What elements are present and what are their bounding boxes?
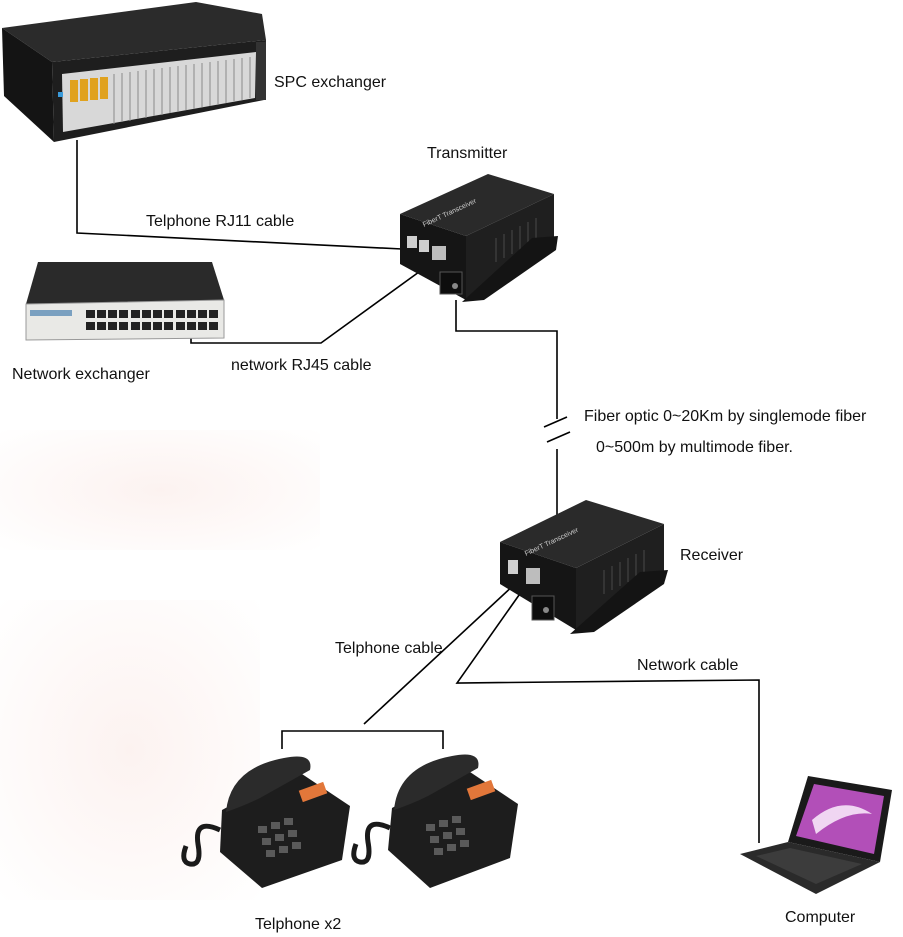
rj45-cable-label: network RJ45 cable (231, 357, 372, 374)
laptop-keyboard (756, 848, 862, 884)
spc-exchanger-label: SPC exchanger (274, 74, 387, 91)
desk-phone-icon (181, 756, 350, 888)
transmitter-fiber-connector (452, 283, 458, 289)
rack-card-slots (113, 57, 251, 124)
computer-label: Computer (785, 909, 856, 926)
receiver-vents (603, 550, 645, 594)
switch-brand-strip (30, 310, 72, 316)
transmitter-icon (400, 174, 558, 302)
network-cable-label: Network cable (637, 657, 739, 674)
switch-ports (86, 310, 218, 330)
phone-handset (226, 756, 311, 812)
fiber-label-line1: Fiber optic 0~20Km by singlemode fiber (584, 408, 867, 425)
phone-display (298, 781, 328, 803)
transmitter-fiber-port (439, 271, 463, 295)
receiver-label: Receiver (680, 547, 744, 564)
rack-top (2, 2, 266, 62)
telephone-cable-label: Telphone cable (335, 640, 443, 657)
telephones-label: Telphone x2 (255, 916, 342, 933)
receiver-fiber-connector (543, 607, 549, 613)
fiber-line-upper (455, 300, 558, 419)
fiber-break-mark-2 (546, 431, 571, 443)
receiver-top (500, 500, 664, 568)
phone-cord (351, 821, 392, 865)
transmitter-top (400, 174, 554, 236)
laptop-icon (740, 776, 892, 894)
phone-display (466, 779, 496, 801)
switch-top (26, 262, 224, 304)
telephone-cable-line (363, 582, 517, 725)
laptop-screen (796, 784, 884, 854)
phone-keypad (258, 818, 301, 857)
receiver-icon (500, 500, 668, 634)
rack-led (58, 92, 63, 97)
transmitter-rj11-port (407, 236, 417, 248)
transmitter-side (466, 194, 554, 300)
rack-amber-ports (70, 77, 108, 102)
rack-side (2, 28, 54, 142)
transmitter-rj45-port (432, 246, 446, 260)
desk-phone-icon (351, 754, 518, 888)
phone-cord (181, 823, 222, 867)
rj45-cable-line (190, 263, 431, 344)
rj11-cable-line (76, 140, 403, 250)
fiber-break-mark-1 (543, 416, 568, 428)
rj11-cable-label: Telphone RJ11 cable (146, 213, 295, 230)
network-cable-line (455, 587, 760, 843)
laptop-screen-swirl (812, 805, 872, 834)
network-switch-icon (25, 262, 225, 341)
receiver-mount-ear (570, 570, 668, 634)
receiver-front (500, 542, 576, 630)
rack-front-panel (62, 52, 256, 132)
switch-front (25, 299, 225, 341)
phone-keypad (426, 816, 469, 855)
background-blush (0, 430, 320, 550)
background-blush (0, 600, 260, 900)
receiver-rj11-port (508, 560, 518, 574)
transmitter-label: Transmitter (427, 145, 508, 162)
fiber-label-line2: 0~500m by multimode fiber. (596, 439, 793, 456)
phone-handset (394, 754, 479, 810)
connection-lines (76, 140, 760, 843)
transmitter-mount-ear (462, 236, 558, 302)
network-exchanger-label: Network exchanger (12, 366, 150, 383)
spc-exchanger-icon (2, 2, 266, 142)
transmitter-rj11-port (419, 240, 429, 252)
telephone-split-bar (281, 730, 444, 749)
rack-ear (256, 42, 266, 100)
receiver-fiber-port (531, 595, 555, 621)
receiver-rj45-port (526, 568, 540, 584)
